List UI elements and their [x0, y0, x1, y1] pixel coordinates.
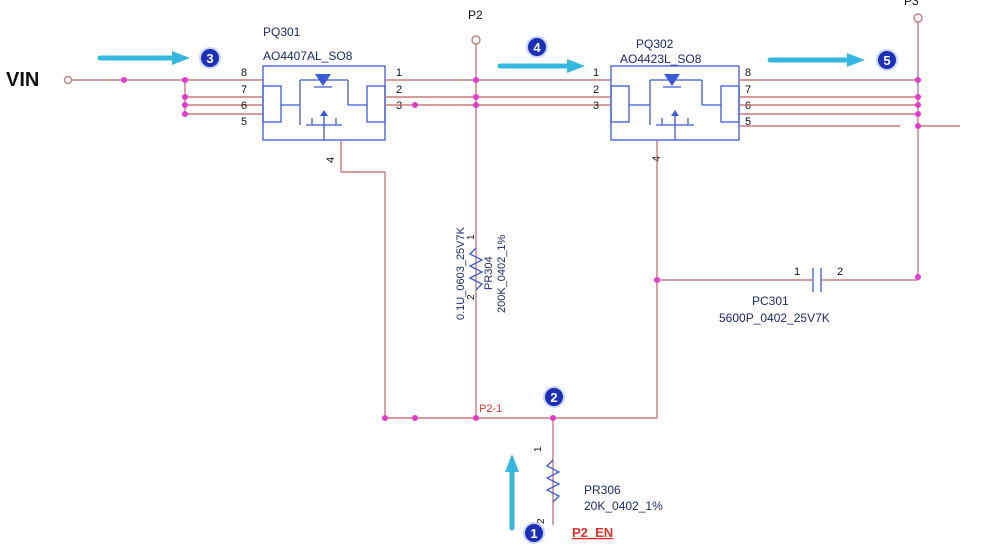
pq301-symbol: [281, 74, 367, 140]
cap-vertical-value: 0.1U_0603_25V7K: [455, 226, 467, 320]
pq302-ref: PQ302: [636, 37, 674, 51]
pq301-left-pinblock: [262, 85, 282, 123]
gate-junctions: [382, 274, 921, 421]
pq301-pin-4: 4: [325, 157, 337, 163]
pq301-pin-1: 1: [396, 67, 402, 79]
output-bus-wires: [739, 14, 960, 277]
p3-probe-label: P3: [904, 0, 919, 8]
step-2-number: 2: [550, 390, 557, 405]
pq302-pin-3: 3: [593, 100, 599, 112]
pq301-pin-6: 6: [241, 100, 247, 112]
pr304-ref: PR304: [483, 256, 495, 290]
pr306-pin-2: 2: [536, 518, 547, 524]
step-3-number: 3: [206, 51, 213, 66]
pr304-pin-2: 2: [466, 294, 477, 300]
step-bubble-1: 1: [523, 522, 545, 544]
step-bubble-5: 5: [876, 49, 898, 71]
pr304-resistor: 0.1U_0603_25V7K PR304 200K_0402_1% 1 2: [455, 226, 508, 320]
vin-terminal: [63, 75, 73, 85]
p2-probe-terminal: [471, 35, 481, 45]
pc301-pin-2: 2: [837, 266, 843, 278]
pq302-left-pinblock: [610, 85, 630, 123]
pq302-pin-1: 1: [593, 67, 599, 79]
step-1-number: 1: [530, 526, 537, 541]
step-5-number: 5: [883, 53, 890, 68]
pq302-symbol: [629, 74, 721, 140]
pq301-pin-2: 2: [396, 84, 402, 96]
vin-label: VIN: [6, 69, 39, 91]
pq302-right-pinblock: [720, 85, 740, 123]
step-4-number: 4: [533, 40, 541, 55]
pq301-ref: PQ301: [263, 25, 301, 39]
arrow-step-5: [767, 53, 865, 67]
gate-wires: [340, 140, 918, 525]
pq301-pin-8: 8: [241, 67, 247, 79]
p2-probe-label: P2: [468, 8, 483, 22]
step-bubble-3: 3: [199, 47, 221, 69]
pq302-pin-5: 5: [745, 116, 751, 128]
pr306-value: 20K_0402_1%: [584, 499, 663, 513]
pq301-pin-3: 3: [396, 100, 402, 112]
pq301-right-pinblock: [366, 85, 386, 123]
arrow-step-1: [505, 454, 519, 531]
pq302-pin-2: 2: [593, 84, 599, 96]
pq301-mosfet: PQ301 AO4407AL_SO8 8 7 6 5 1 2 3 4: [241, 25, 402, 163]
arrow-step-3: [97, 51, 190, 65]
output-junctions: [915, 77, 921, 129]
middle-junctions: [412, 77, 479, 108]
pq301-part: AO4407AL_SO8: [263, 49, 353, 63]
pr304-pin-1: 1: [466, 234, 477, 240]
pq302-pin-7: 7: [745, 84, 751, 96]
pq302-mosfet: PQ302 AO4423L_SO8 1 2 3 8 7 6 5 4: [593, 37, 751, 162]
pq301-pin-7: 7: [241, 84, 247, 96]
pr304-value: 200K_0402_1%: [496, 234, 508, 313]
p3-probe-terminal: [913, 13, 923, 23]
pq302-pin-8: 8: [745, 67, 751, 79]
net-label-p2-1: P2-1: [479, 403, 502, 415]
pq301-pin-5: 5: [241, 116, 247, 128]
vin-bus-wires: [72, 79, 263, 115]
middle-bus-wires: [385, 44, 611, 418]
arrow-step-4: [497, 59, 585, 73]
vin-junctions: [121, 77, 188, 117]
step-bubble-4: 4: [526, 36, 548, 58]
net-label-p2-en: P2_EN: [572, 525, 613, 540]
pr306-pin-1: 1: [533, 446, 544, 452]
pr306-ref: PR306: [584, 483, 621, 497]
pr306-resistor: 1 2 PR306 20K_0402_1%: [533, 446, 663, 524]
pq302-part: AO4423L_SO8: [620, 52, 702, 66]
pc301-ref: PC301: [752, 294, 789, 308]
pc301-pin-1: 1: [794, 266, 800, 278]
pc301-capacitor: 1 2 PC301 5600P_0402_25V7K: [719, 266, 843, 325]
pc301-value: 5600P_0402_25V7K: [719, 311, 830, 325]
pq302-pin-6: 6: [745, 100, 751, 112]
step-bubble-2: 2: [543, 386, 565, 408]
